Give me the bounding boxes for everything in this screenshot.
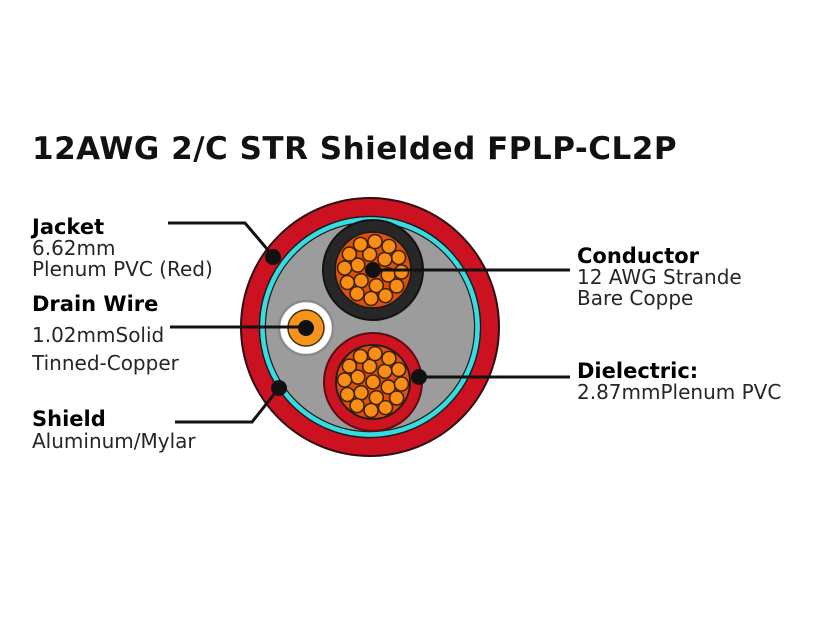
- dielectric-label-material: 2.87mmPlenum PVC: [577, 380, 782, 404]
- copper-strand: [341, 358, 358, 374]
- copper-strand: [353, 272, 369, 289]
- shield-leader-dot: [271, 380, 287, 396]
- copper-strand: [363, 290, 379, 307]
- copper-strand: [377, 251, 393, 268]
- copper-strand: [363, 402, 379, 419]
- leader-dots: [265, 249, 427, 396]
- copper-strand: [349, 397, 365, 414]
- copper-strand: [390, 361, 407, 378]
- copper-strand: [352, 348, 369, 365]
- dielectric-label: Dielectric: 2.87mmPlenum PVC: [577, 360, 781, 403]
- jacket-leader-line: [168, 221, 275, 257]
- copper-strand: [367, 345, 383, 362]
- conductor-label-heading: Conductor: [577, 244, 700, 268]
- copper-strand: [336, 372, 353, 388]
- copper-strand: [361, 358, 378, 375]
- copper-strand: [381, 350, 397, 367]
- drain-wire-label-size: 1.02mmSolid: [32, 323, 165, 347]
- shield-label: Shield Aluminum/Mylar: [32, 408, 196, 453]
- copper-strand: [393, 376, 410, 392]
- conductor-label-size: 12 AWG Strande: [577, 265, 742, 289]
- jacket-label: Jacket 6.62mm Plenum PVC (Red): [32, 216, 213, 280]
- jacket-label-material: Plenum PVC (Red): [32, 257, 213, 281]
- drain-wire-label-heading: Drain Wire: [32, 292, 159, 316]
- copper-strand: [368, 277, 385, 294]
- dielectric-label-heading: Dielectric:: [577, 359, 699, 383]
- copper-strand: [381, 238, 397, 255]
- drain-wire-label: Drain Wire 1.02mmSolid Tinned-Copper: [32, 292, 179, 377]
- copper-strand: [336, 260, 353, 276]
- copper-strand: [393, 264, 410, 280]
- copper-strand: [388, 278, 405, 294]
- copper-strand: [365, 374, 381, 390]
- copper-strand: [339, 386, 356, 403]
- copper-strand: [367, 233, 383, 250]
- shield-label-heading: Shield: [32, 407, 106, 431]
- drain-wire-label-material: Tinned-Copper: [32, 351, 179, 375]
- dielectric-leader-dot: [411, 369, 427, 385]
- copper-strand: [377, 363, 393, 380]
- copper-strand: [352, 236, 369, 253]
- leader-lines: [168, 221, 570, 424]
- copper-strand: [377, 287, 394, 304]
- drain-wire-leader-dot: [298, 320, 314, 336]
- shield-leader-line: [175, 387, 281, 424]
- copper-strand: [353, 384, 369, 401]
- copper-strand: [361, 246, 378, 263]
- conductor-label: Conductor 12 AWG Strande Bare Coppe: [577, 245, 742, 309]
- jacket-label-heading: Jacket: [32, 215, 105, 239]
- page-title: 12AWG 2/C STR Shielded FPLP-CL2P: [32, 131, 678, 167]
- copper-strand: [368, 389, 385, 406]
- copper-strand: [349, 285, 365, 302]
- conductor-strands-bottom: [336, 345, 410, 419]
- copper-strand: [388, 390, 405, 406]
- conductor-label-material: Bare Coppe: [577, 286, 694, 310]
- copper-strand: [390, 249, 407, 266]
- shield-label-material: Aluminum/Mylar: [32, 429, 196, 453]
- copper-strand: [377, 399, 394, 416]
- copper-strand: [339, 274, 356, 291]
- copper-strand: [341, 246, 358, 262]
- jacket-label-size: 6.62mm: [32, 236, 116, 260]
- conductor-leader-dot: [365, 262, 381, 278]
- jacket-leader-dot: [265, 249, 281, 265]
